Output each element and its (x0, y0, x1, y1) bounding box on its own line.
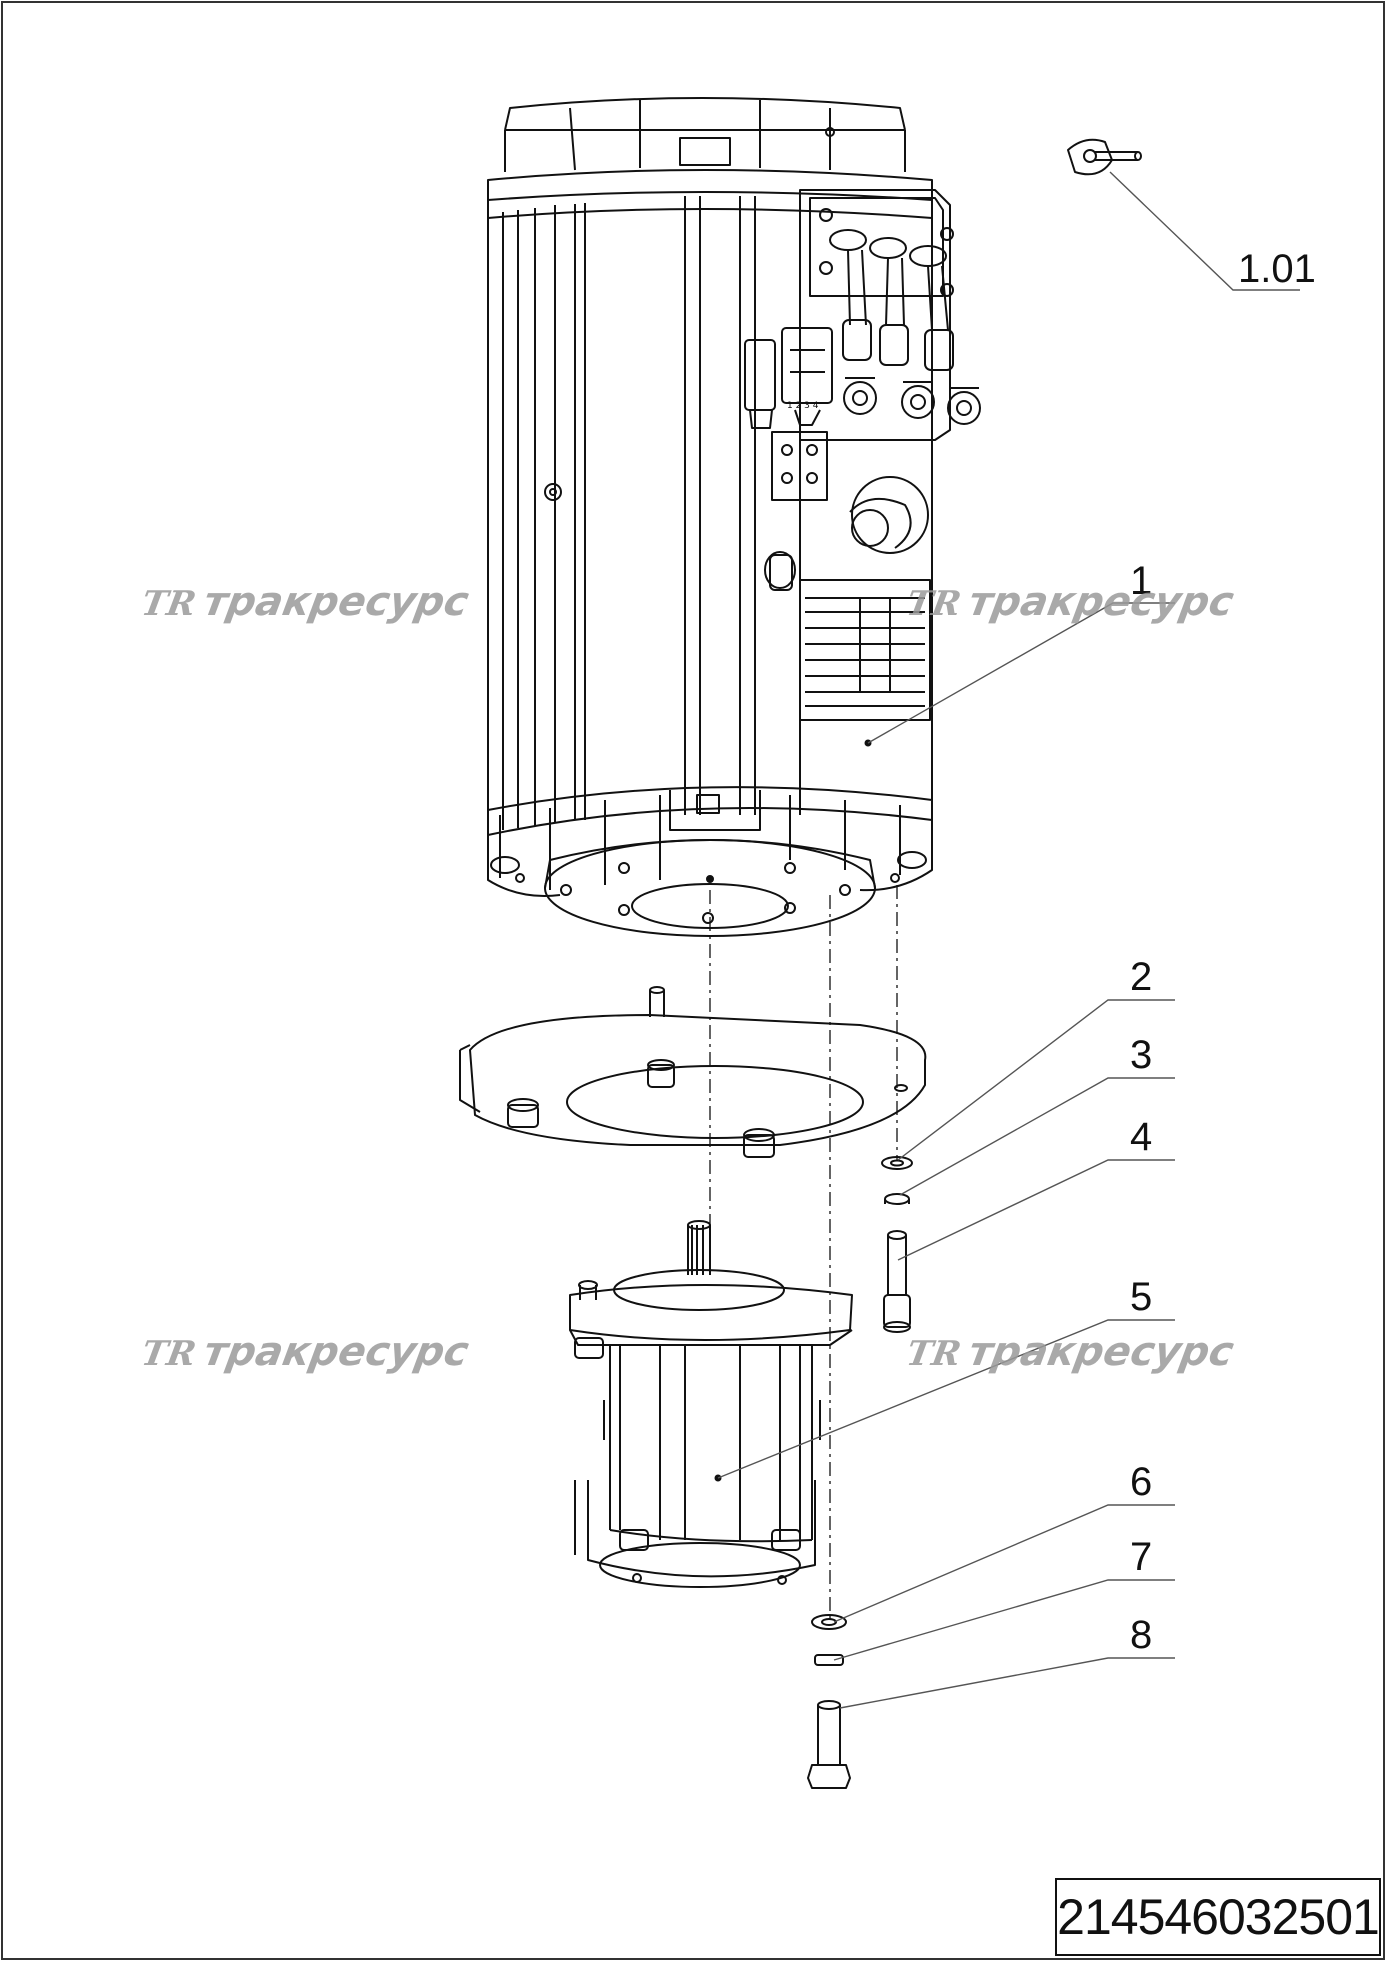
electric-motor (487, 97, 981, 937)
callout-labels: 1.01 1 2 3 4 5 6 7 8 (1130, 247, 1316, 1657)
watermark-text-1: тракресурс (200, 578, 472, 625)
locating-pin (1067, 138, 1142, 176)
callout-1: 1 (1130, 559, 1152, 603)
adapter-plate (459, 986, 927, 1158)
callout-7: 7 (1130, 1535, 1152, 1579)
center-lines (709, 885, 898, 1620)
watermark-logo-3: TR (138, 1334, 199, 1374)
watermark-group: TR тракресурс TR тракресурс TR тракресур… (138, 578, 1237, 1375)
callout-6: 6 (1130, 1460, 1152, 1504)
watermark-logo-4: TR (903, 1334, 964, 1374)
watermark-logo-1: TR (138, 584, 199, 624)
watermark-text-3: тракресурс (200, 1328, 472, 1375)
callout-5: 5 (1130, 1275, 1152, 1319)
terminal-numbers: 1 2 3 4 (787, 401, 819, 411)
washer-and-bolt-set-lower (807, 1614, 851, 1789)
watermark-text-2: тракресурс (965, 578, 1237, 625)
leader-lines (717, 171, 1300, 1709)
washer-and-screw-set-upper (881, 1156, 913, 1333)
watermark-logo-2: TR (903, 584, 964, 624)
callout-4: 4 (1130, 1115, 1152, 1159)
hydraulic-pump (569, 1220, 853, 1588)
watermark-text-4: тракресурс (965, 1328, 1237, 1375)
callout-3: 3 (1130, 1033, 1152, 1077)
callout-1-01: 1.01 (1238, 247, 1316, 291)
part-number: 214546032501 (1057, 1889, 1380, 1945)
callout-8: 8 (1130, 1613, 1152, 1657)
callout-2: 2 (1130, 955, 1152, 999)
part-number-box: 214546032501 (1055, 1878, 1381, 1956)
